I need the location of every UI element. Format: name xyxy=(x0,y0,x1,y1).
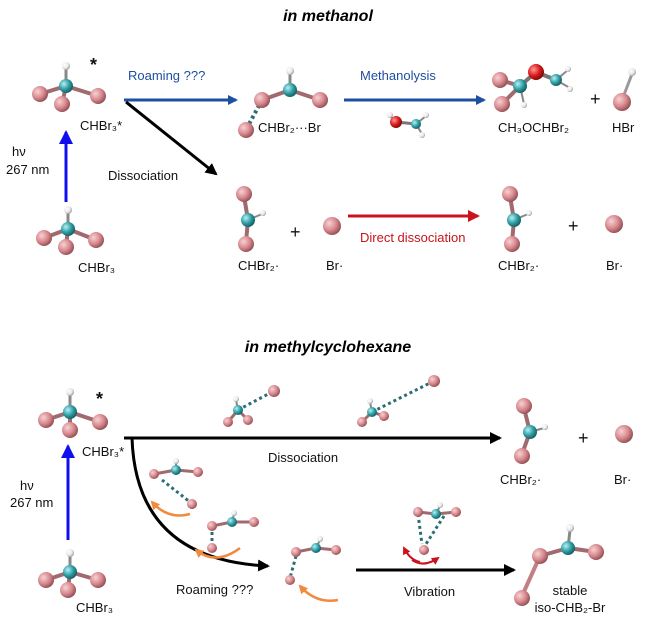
vibration-motion-arrow-right xyxy=(411,556,440,565)
mch-hv-label: hν xyxy=(20,478,34,493)
roaming-snapshot-2 xyxy=(207,510,259,553)
dissociating-fragments-2 xyxy=(357,375,440,427)
chbr2-br-label: CHBr₂···Br xyxy=(258,120,321,135)
wavelength-label: 267 nm xyxy=(6,162,49,177)
hv-label: hν xyxy=(12,144,26,159)
stable-label: stable xyxy=(553,583,588,598)
chbr3-ground-molecule xyxy=(36,206,104,255)
orange-motion-arrow-2 xyxy=(194,546,241,559)
ch3ochbr2-molecule xyxy=(492,64,573,112)
vibration-snapshot xyxy=(413,502,461,555)
iso-chbr2-br-molecule xyxy=(514,524,604,606)
chbr2-radical-product xyxy=(502,186,532,252)
mch-roaming-arrow xyxy=(130,437,270,572)
vibration-motion-arrow-left xyxy=(403,546,421,563)
mch-chbr2-radical-label: CHBr₂· xyxy=(500,472,541,487)
mch-section-title: in methylcyclohexane xyxy=(245,339,411,356)
mch-roaming-label: Roaming ??? xyxy=(176,582,253,597)
plus-sign-2: + xyxy=(290,222,301,242)
mch-plus-sign: + xyxy=(578,428,589,448)
roaming-snapshot-1 xyxy=(149,458,203,509)
vibration-label: Vibration xyxy=(404,584,455,599)
dissociating-fragments-1 xyxy=(223,385,280,427)
dissociation-arrow xyxy=(125,100,218,176)
br-radical-product-label: Br· xyxy=(606,258,623,273)
mch-br-radical-label: Br· xyxy=(614,472,631,487)
mch-chbr3-label: CHBr₃ xyxy=(76,600,113,615)
methanol-molecule xyxy=(387,112,429,138)
plus-sign-3: + xyxy=(568,216,579,236)
br-radical-label: Br· xyxy=(326,258,343,273)
mch-chbr3-ground-molecule xyxy=(38,549,106,598)
mch-chbr3-excited-molecule xyxy=(38,388,108,438)
br-radical-product-atom xyxy=(605,215,623,233)
chbr2-radical-molecule xyxy=(236,186,266,252)
roaming-label: Roaming ??? xyxy=(128,68,205,83)
mch-br-radical-atom xyxy=(615,425,633,443)
mch-wavelength-label: 267 nm xyxy=(10,495,53,510)
excited-star: * xyxy=(90,55,97,75)
methanol-section-title: in methanol xyxy=(283,8,373,25)
chbr2-br-complex xyxy=(238,67,328,138)
chbr2-radical-product-label: CHBr₂· xyxy=(498,258,539,273)
methanolysis-label: Methanolysis xyxy=(360,68,436,83)
ch3ochbr2-label: CH₃OCHBr₂ xyxy=(498,120,569,135)
mch-chbr2-radical-molecule xyxy=(514,398,548,464)
chbr3-excited-molecule xyxy=(32,62,106,112)
direct-dissociation-label: Direct dissociation xyxy=(360,230,466,245)
orange-motion-arrow-3 xyxy=(298,584,339,602)
br-radical-atom xyxy=(323,217,341,235)
mch-dissociation-label: Dissociation xyxy=(268,450,338,465)
hbr-molecule xyxy=(613,68,636,111)
orange-motion-arrow-1 xyxy=(150,500,191,517)
chbr3-star-label: CHBr₃* xyxy=(80,118,122,133)
chbr3-label: CHBr₃ xyxy=(78,260,115,275)
hbr-label: HBr xyxy=(612,120,635,135)
plus-sign-1: + xyxy=(590,89,601,109)
mch-excited-star: * xyxy=(96,389,103,409)
chbr2-radical-label: CHBr₂· xyxy=(238,258,279,273)
mch-chbr3-star-label: CHBr₃* xyxy=(82,444,124,459)
roaming-snapshot-3 xyxy=(285,536,341,585)
dissociation-label: Dissociation xyxy=(108,168,178,183)
iso-chbr2-br-label: iso-CHB₂-Br xyxy=(535,600,606,615)
